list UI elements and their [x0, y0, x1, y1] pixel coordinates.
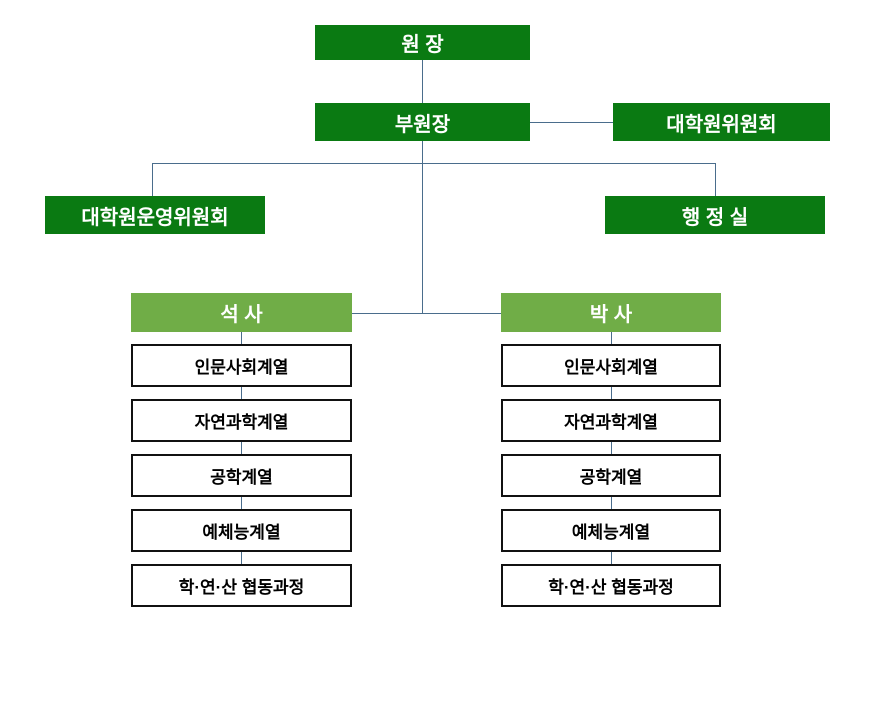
masters-program-item[interactable]: 인문사회계열	[131, 344, 352, 387]
node-admin-office-label: 행 정 실	[681, 206, 749, 229]
node-director-label: 원 장	[401, 34, 444, 56]
node-graduate-committee-label: 대학원위원회	[666, 113, 777, 136]
connector-vice-to-graduate-committee	[530, 122, 613, 123]
node-doctorate[interactable]: 박 사	[501, 293, 721, 332]
node-graduate-committee[interactable]: 대학원위원회	[613, 103, 830, 141]
doctorate-program-label: 인문사회계열	[564, 358, 658, 377]
node-operating-committee[interactable]: 대학원운영위원회	[45, 196, 265, 234]
connector-director-to-vice	[422, 60, 423, 103]
masters-program-label: 공학계열	[210, 468, 273, 487]
masters-program-label: 학·연·산 협동과정	[178, 578, 305, 597]
connector-masters-4-5	[241, 552, 242, 564]
masters-program-label: 자연과학계열	[194, 413, 289, 432]
connector-doctorate-1-2	[611, 387, 612, 399]
masters-program-item[interactable]: 자연과학계열	[131, 399, 352, 442]
masters-program-item[interactable]: 공학계열	[131, 454, 352, 497]
connector-doctorate-2-3	[611, 442, 612, 454]
connector-degrees-horizontal	[352, 313, 501, 314]
node-vice-director-label: 부원장	[394, 113, 451, 136]
connector-center-to-degrees	[422, 163, 423, 313]
node-masters-label: 석 사	[220, 304, 263, 326]
doctorate-program-label: 학·연·산 협동과정	[548, 578, 674, 597]
doctorate-program-item[interactable]: 공학계열	[501, 454, 721, 497]
connector-doctorate-stem	[611, 332, 612, 344]
connector-doctorate-3-4	[611, 497, 612, 509]
doctorate-program-label: 자연과학계열	[564, 413, 658, 432]
node-masters[interactable]: 석 사	[131, 293, 352, 332]
connector-masters-stem	[241, 332, 242, 344]
connector-doctorate-4-5	[611, 552, 612, 564]
connector-masters-1-2	[241, 387, 242, 399]
connector-bus-to-admin-office	[715, 163, 716, 196]
node-director[interactable]: 원 장	[315, 25, 530, 60]
node-operating-committee-label: 대학원운영위원회	[81, 206, 229, 229]
doctorate-program-item[interactable]: 예체능계열	[501, 509, 721, 552]
masters-program-label: 예체능계열	[202, 523, 281, 542]
connector-masters-3-4	[241, 497, 242, 509]
doctorate-program-label: 예체능계열	[571, 523, 651, 542]
masters-program-label: 인문사회계열	[194, 358, 289, 377]
node-admin-office[interactable]: 행 정 실	[605, 196, 825, 234]
connector-bus-horizontal	[152, 163, 716, 164]
doctorate-program-item[interactable]: 인문사회계열	[501, 344, 721, 387]
connector-masters-2-3	[241, 442, 242, 454]
masters-program-item[interactable]: 예체능계열	[131, 509, 352, 552]
doctorate-program-item[interactable]: 학·연·산 협동과정	[501, 564, 721, 607]
masters-program-item[interactable]: 학·연·산 협동과정	[131, 564, 352, 607]
node-vice-director[interactable]: 부원장	[315, 103, 530, 141]
doctorate-program-label: 공학계열	[579, 468, 643, 487]
node-doctorate-label: 박 사	[589, 304, 633, 326]
doctorate-program-item[interactable]: 자연과학계열	[501, 399, 721, 442]
connector-bus-to-operating-committee	[152, 163, 153, 196]
connector-vice-down	[422, 141, 423, 164]
